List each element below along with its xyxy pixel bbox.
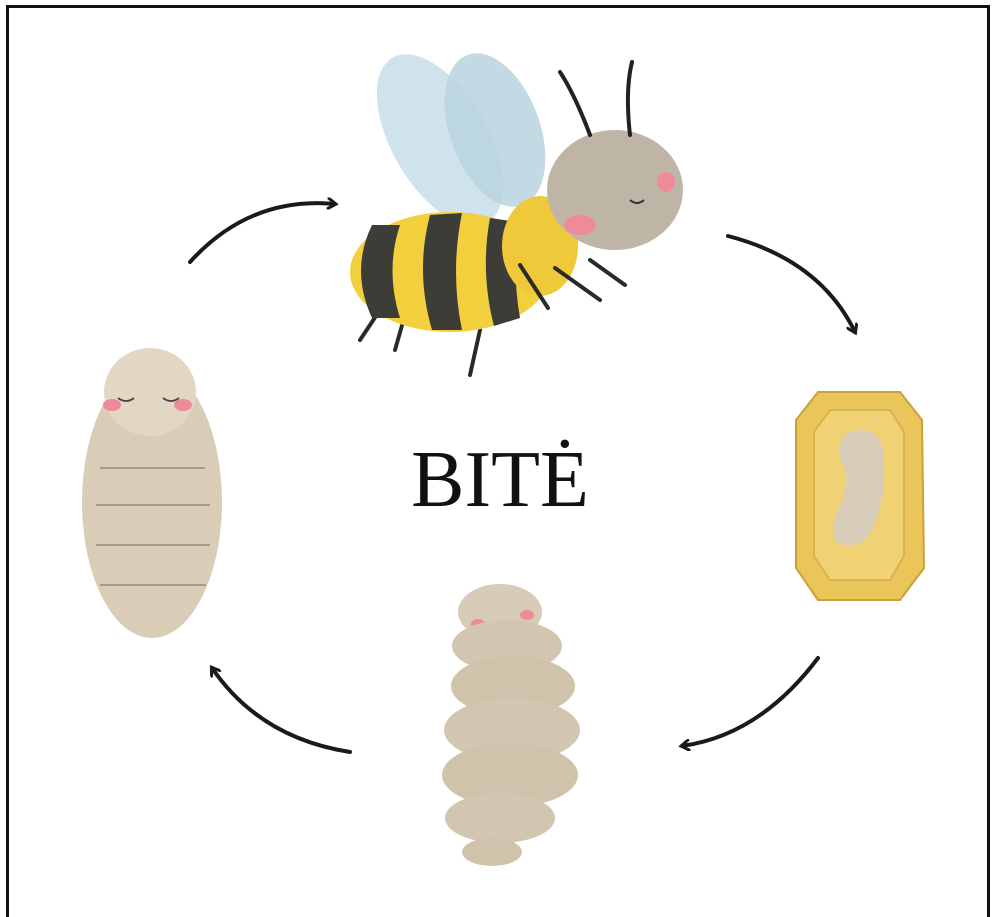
diagram-title: BITĖ [0,440,1000,520]
arrow-pupa-to-bee [190,203,335,262]
arrow-bee-to-egg [728,236,855,332]
arrow-larva-to-pupa [212,668,350,752]
adult-bee-illustration [350,34,683,375]
larva-illustration [442,584,580,866]
arrow-egg-to-larva [682,658,818,746]
